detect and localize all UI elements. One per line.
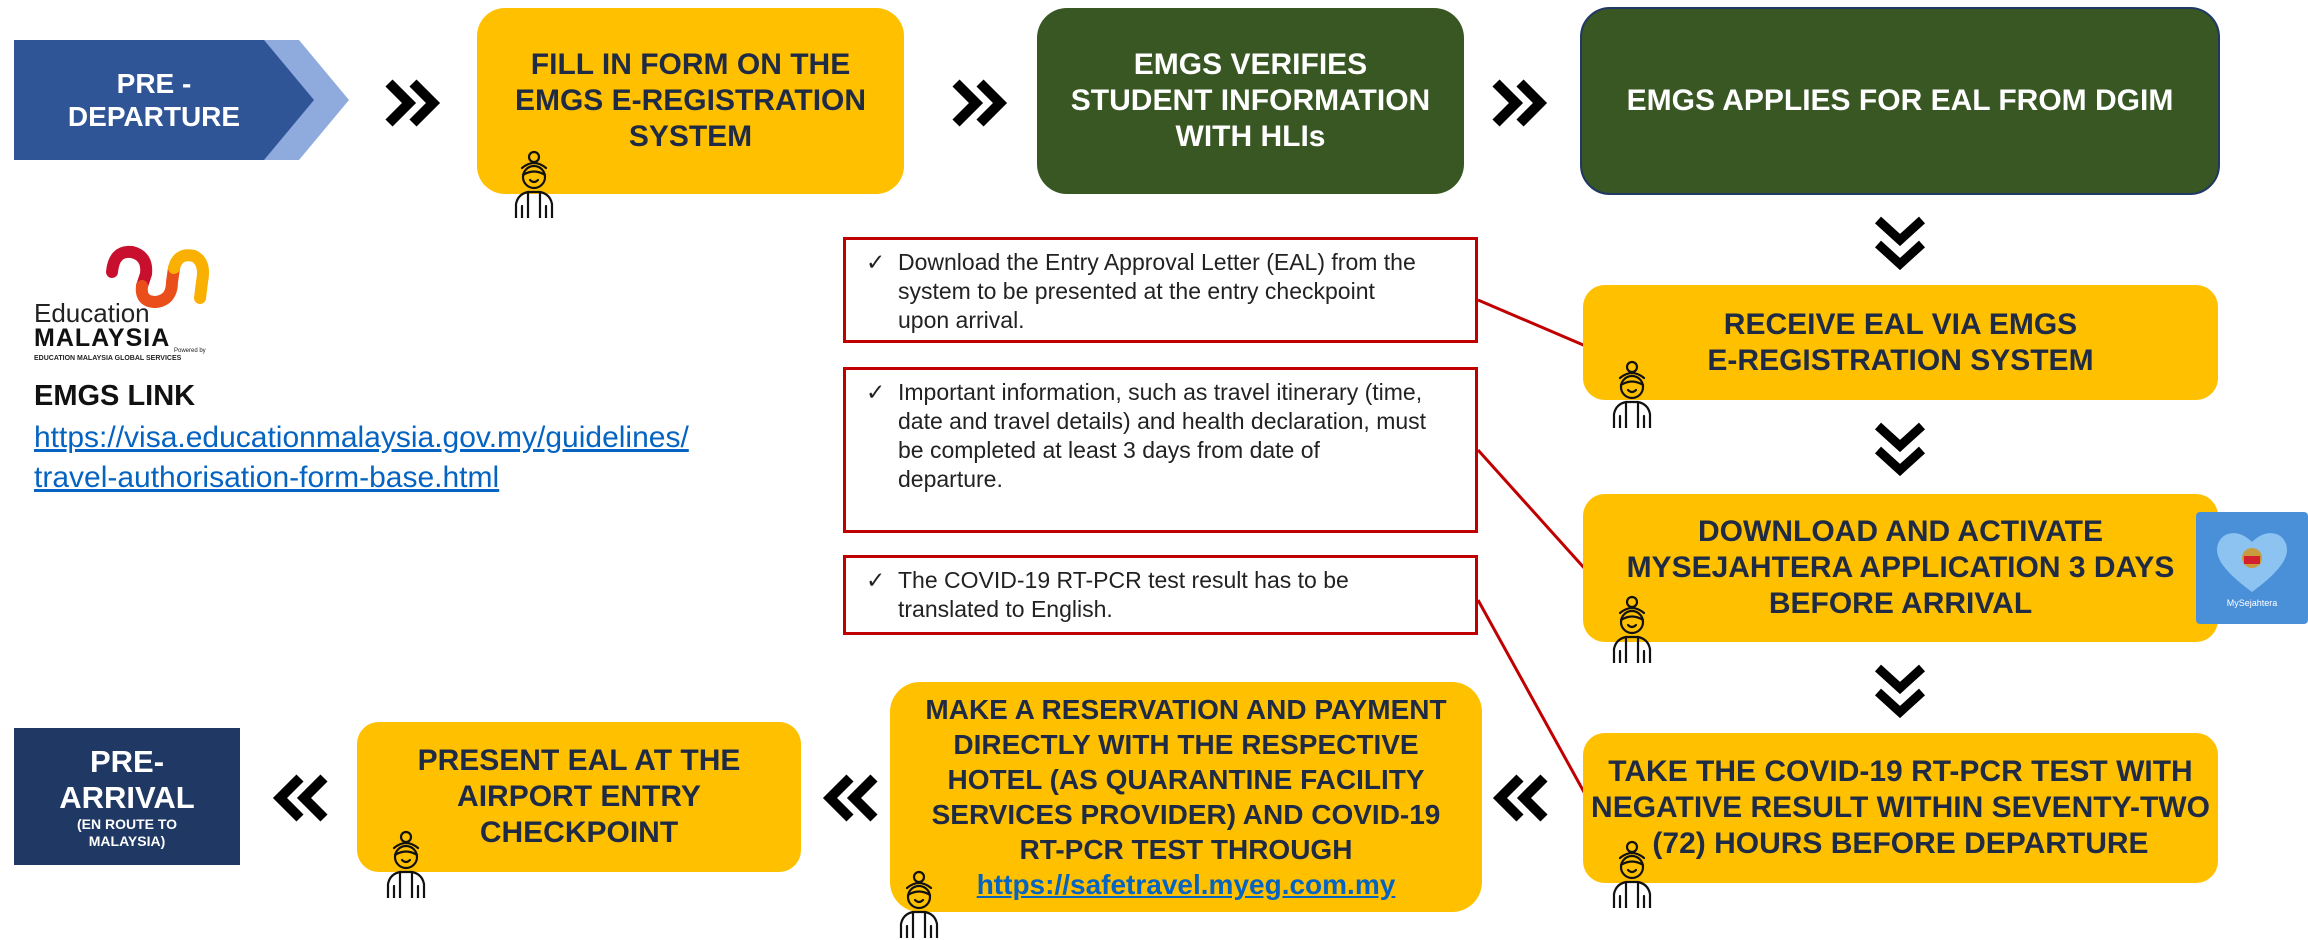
double-chevron-right-icon [950, 73, 1010, 133]
education-malaysia-logo: Education MALAYSIA Powered by EDUCATION … [34, 242, 234, 362]
connector-note2 [1476, 448, 1597, 582]
step-fill-form-line3: SYSTEM [628, 120, 753, 153]
pre-arrival-line2: ARRIVAL [59, 779, 195, 815]
check-icon: ✓ [866, 379, 886, 405]
emgs-link-heading: EMGS LINK [34, 380, 196, 412]
step-present-line3: CHECKPOINT [479, 816, 679, 849]
step-emgs-applies: EMGS APPLIES FOR EAL FROM DGIM [1580, 7, 2220, 195]
double-chevron-down-icon [1870, 212, 1930, 272]
note1-line2: system to be presented at the entry chec… [898, 278, 1375, 304]
note2-line3: be completed at least 3 days from date o… [898, 437, 1320, 463]
check-icon: ✓ [866, 249, 886, 275]
step-download-mysejahtera: DOWNLOAD AND ACTIVATE MYSEJAHTERA APPLIC… [1583, 494, 2218, 642]
step-verifies-line3: WITH HLIs [1175, 120, 1326, 153]
logo-malaysia-text: MALAYSIA [34, 324, 171, 352]
step-covid-line1: TAKE THE COVID-19 RT-PCR TEST WITH [1608, 755, 2193, 788]
step-receive-line1: RECEIVE EAL VIA EMGS [1723, 307, 2078, 341]
student-icon [1606, 838, 1658, 908]
double-chevron-down-icon [1870, 660, 1930, 720]
note1-line3: upon arrival. [898, 307, 1025, 333]
pre-departure-arrow [14, 40, 349, 160]
step-present-eal: PRESENT EAL AT THE AIRPORT ENTRY CHECKPO… [357, 722, 801, 872]
pre-departure-line1: PRE - [116, 68, 192, 99]
mysejahtera-app-icon: MySejahtera [2196, 512, 2308, 624]
double-chevron-down-icon [1870, 418, 1930, 478]
step-fill-form-line1: FILL IN FORM ON THE [530, 48, 851, 81]
note3-line1: The COVID-19 RT-PCR test result has to b… [898, 567, 1349, 593]
step-download-line1: DOWNLOAD AND ACTIVATE [1698, 515, 2103, 548]
check-icon: ✓ [866, 567, 886, 593]
step-reservation-line4: SERVICES PROVIDER) AND COVID-19 [931, 799, 1441, 830]
logo-powered-text: Powered by [174, 348, 206, 354]
pre-arrival-line4: MALAYSIA) [88, 832, 166, 849]
pre-arrival-line1: PRE- [89, 743, 165, 779]
student-icon [1606, 358, 1658, 428]
emgs-guidelines-link[interactable]: https://visa.educationmalaysia.gov.my/gu… [34, 418, 689, 498]
pre-departure-label: PRE - DEPARTURE [14, 40, 294, 160]
emgs-link-line2: travel-authorisation-form-base.html [34, 461, 500, 494]
step-reservation-line2: DIRECTLY WITH THE RESPECTIVE [953, 729, 1419, 760]
note2-line4: departure. [898, 466, 1003, 492]
step-reservation-line1: MAKE A RESERVATION AND PAYMENT [925, 694, 1447, 725]
step-fill-form: FILL IN FORM ON THE EMGS E-REGISTRATION … [477, 8, 904, 194]
double-chevron-right-icon [1490, 73, 1550, 133]
step-receive-eal: RECEIVE EAL VIA EMGS E-REGISTRATION SYST… [1583, 285, 2218, 400]
step-reservation: MAKE A RESERVATION AND PAYMENT DIRECTLY … [890, 682, 1482, 912]
step-covid-line3: (72) HOURS BEFORE DEPARTURE [1652, 827, 2149, 860]
double-chevron-left-icon [820, 768, 880, 828]
student-icon [380, 828, 432, 898]
emgs-link-line1: https://visa.educationmalaysia.gov.my/gu… [34, 421, 689, 454]
note-important-information: ✓ Important information, such as travel … [843, 367, 1478, 533]
step-download-line2: MYSEJAHTERA APPLICATION 3 DAYS [1626, 551, 2175, 584]
step-covid-line2: NEGATIVE RESULT WITHIN SEVENTY-TWO [1591, 791, 2210, 824]
step-fill-form-line2: EMGS E-REGISTRATION [514, 84, 867, 117]
step-reservation-line3: HOTEL (AS QUARANTINE FACILITY [947, 764, 1425, 795]
pre-arrival-box: PRE- ARRIVAL (EN ROUTE TO MALAYSIA) [14, 728, 240, 865]
note3-line2: translated to English. [898, 596, 1113, 622]
double-chevron-right-icon [383, 73, 443, 133]
safetravel-link[interactable]: https://safetravel.myeg.com.my [976, 869, 1396, 900]
step-present-line1: PRESENT EAL AT THE [417, 744, 741, 777]
double-chevron-left-icon [1490, 768, 1550, 828]
mysejahtera-label: MySejahtera [2226, 598, 2278, 608]
note2-line2: date and travel details) and health decl… [898, 408, 1427, 434]
student-icon [508, 148, 560, 218]
pre-departure-line2: DEPARTURE [67, 101, 241, 132]
student-icon [1606, 593, 1658, 663]
step-reservation-line5: RT-PCR TEST THROUGH [1019, 834, 1353, 865]
note1-line1: Download the Entry Approval Letter (EAL)… [898, 249, 1416, 275]
note-download-eal: ✓ Download the Entry Approval Letter (EA… [843, 237, 1478, 343]
note-covid-translation: ✓ The COVID-19 RT-PCR test result has to… [843, 555, 1478, 635]
heart-icon [2217, 533, 2287, 592]
step-verifies-line2: STUDENT INFORMATION [1070, 84, 1431, 117]
connector-note1 [1477, 298, 1596, 352]
logo-sub-text: EDUCATION MALAYSIA GLOBAL SERVICES [34, 355, 182, 362]
logo-education-text: Education [34, 298, 150, 328]
step-download-line3: BEFORE ARRIVAL [1768, 587, 2033, 620]
note2-line1: Important information, such as travel it… [898, 379, 1423, 405]
step-covid-test: TAKE THE COVID-19 RT-PCR TEST WITH NEGAT… [1583, 733, 2218, 883]
connector-note3 [1476, 599, 1597, 813]
double-chevron-left-icon [270, 768, 330, 828]
pre-arrival-line3: (EN ROUTE TO [76, 815, 178, 832]
step-emgs-verifies: EMGS VERIFIES STUDENT INFORMATION WITH H… [1037, 8, 1464, 194]
step-verifies-line1: EMGS VERIFIES [1133, 48, 1368, 81]
step-present-line2: AIRPORT ENTRY [457, 780, 701, 813]
student-icon [893, 868, 945, 938]
step-applies-text: EMGS APPLIES FOR EAL FROM DGIM [1626, 84, 2174, 117]
em-logo-mark-icon [106, 245, 209, 309]
step-receive-line2: E-REGISTRATION SYSTEM [1707, 343, 2094, 377]
